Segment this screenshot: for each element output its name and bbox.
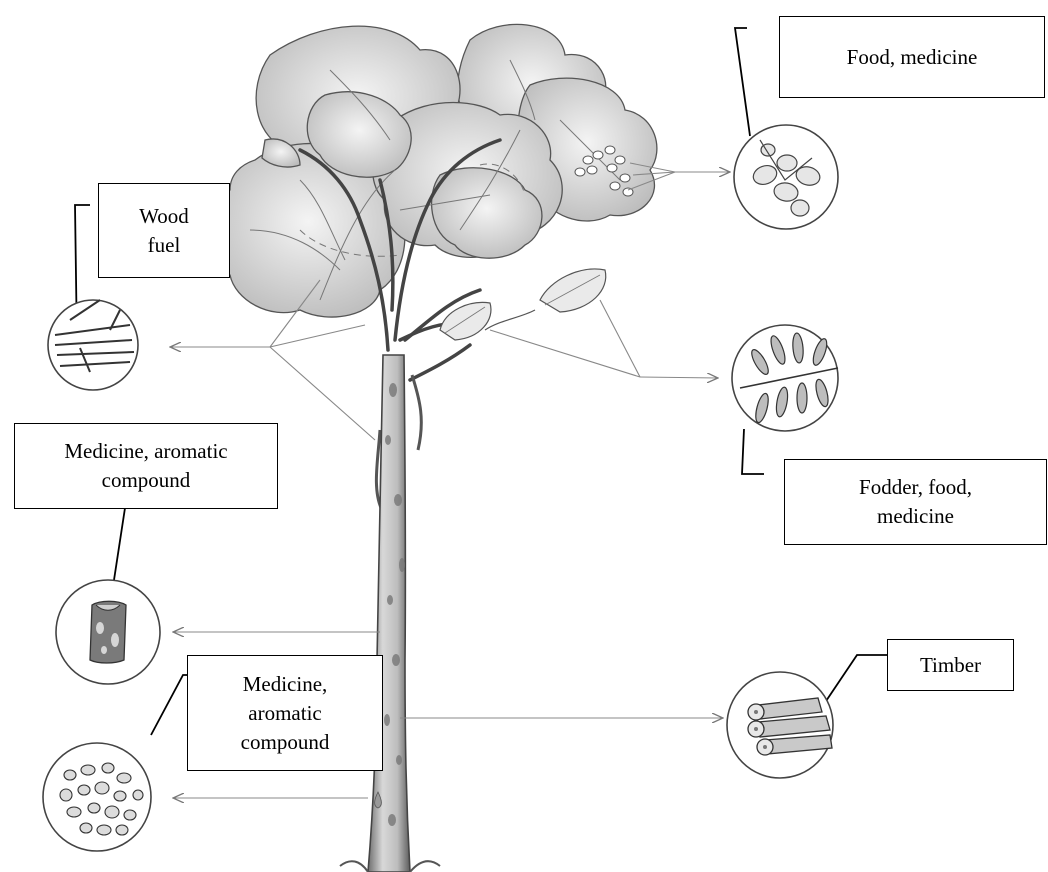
firewood-sticks-icon bbox=[48, 300, 138, 390]
label-medicine-aromatic-compound-bark: Medicine, aromatic compound bbox=[14, 423, 278, 509]
label-medicine-aromatic-compound-resin: Medicine, aromatic compound bbox=[187, 655, 383, 771]
timber-logs-icon bbox=[727, 672, 833, 778]
label-timber: Timber bbox=[887, 639, 1014, 691]
bark-piece-icon bbox=[56, 580, 160, 684]
compound-leaf-icon bbox=[732, 325, 838, 431]
label-food-medicine: Food, medicine bbox=[779, 16, 1045, 98]
fruit-cluster-icon bbox=[734, 125, 838, 229]
label-fodder-food-medicine: Fodder, food, medicine bbox=[784, 459, 1047, 545]
resin-pieces-icon bbox=[43, 743, 151, 851]
label-wood-fuel: Wood fuel bbox=[98, 183, 230, 278]
